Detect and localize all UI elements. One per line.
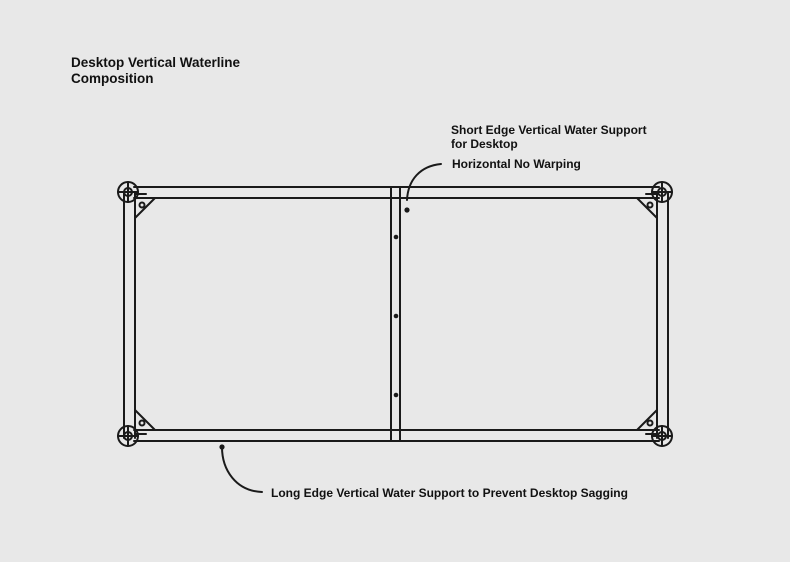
bottom-rail — [133, 429, 660, 442]
corner-brace-bottom-right — [636, 409, 658, 431]
corner-brace-top-right — [636, 197, 658, 219]
corner-foot-bottom-left — [117, 425, 139, 447]
rail-end-tabs — [135, 193, 657, 435]
left-rail — [123, 192, 136, 439]
title-line-2: Composition — [71, 71, 154, 86]
leader-anchor-dot — [404, 207, 410, 213]
corner-foot-top-right — [651, 181, 673, 203]
screw-dot — [393, 234, 399, 240]
corner-brace-bottom-left — [134, 409, 156, 431]
corner-brace-top-left — [134, 197, 156, 219]
leader-long-edge — [221, 446, 263, 493]
label-short-edge-support: Short Edge Vertical Water Support for De… — [451, 123, 671, 151]
screw-dot — [393, 392, 399, 398]
leader-anchor-dot — [219, 444, 225, 450]
label-horizontal-no-warping: Horizontal No Warping — [452, 157, 581, 171]
screw-dot — [393, 313, 399, 319]
corner-foot-top-left — [117, 181, 139, 203]
label-short-edge-line-1: Short Edge Vertical Water Support — [451, 123, 647, 137]
center-support — [390, 186, 401, 442]
corner-foot-bottom-right — [651, 425, 673, 447]
right-rail — [656, 192, 669, 439]
leader-short-edge — [406, 163, 442, 201]
label-long-edge-support: Long Edge Vertical Water Support to Prev… — [271, 486, 628, 500]
diagram-title: Desktop Vertical Waterline Composition — [71, 55, 311, 87]
top-rail — [133, 186, 660, 199]
title-line-1: Desktop Vertical Waterline — [71, 55, 241, 70]
label-short-edge-line-2: for Desktop — [451, 137, 518, 151]
